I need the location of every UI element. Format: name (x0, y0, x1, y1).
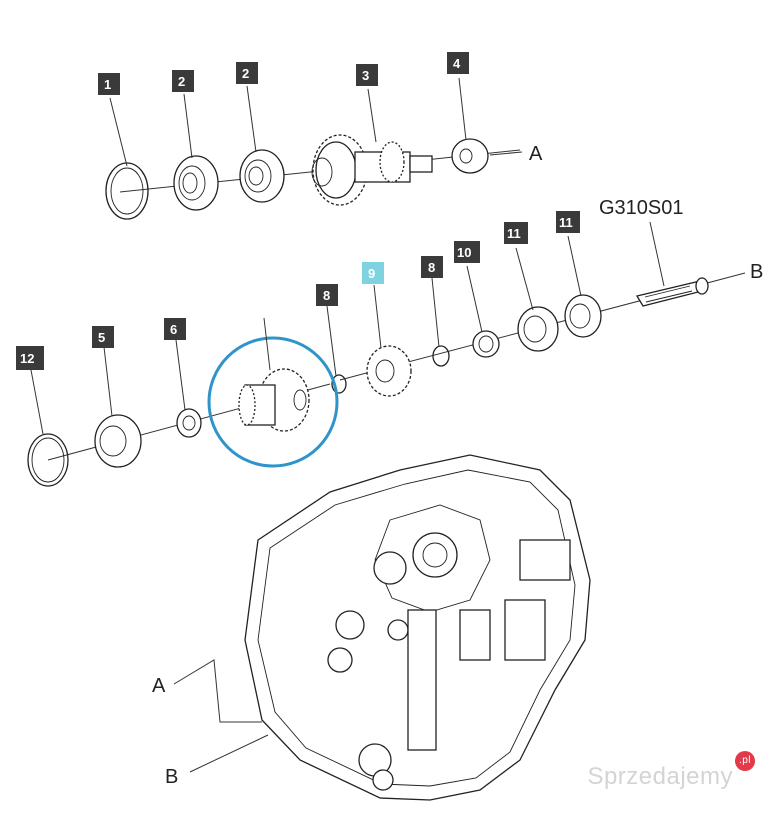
svg-text:1: 1 (104, 77, 111, 92)
callout-boxes: 1 2 2 3 4 11 11 10 8 9 8 12 5 6 (16, 52, 580, 370)
housing-references: A B (152, 659, 269, 788)
watermark: Sprzedajemy.pl (587, 751, 755, 791)
svg-text:4: 4 (453, 56, 461, 71)
callout-5: 5 (92, 326, 114, 348)
svg-text:2: 2 (242, 66, 249, 81)
callout-9: 9 (362, 262, 384, 284)
highlighted-gear (238, 368, 310, 432)
reference-a-housing: A (152, 675, 166, 697)
callout-2b: 2 (236, 62, 258, 84)
watermark-badge: .pl (735, 751, 755, 771)
svg-text:6: 6 (170, 322, 177, 337)
bearing-2b (239, 149, 285, 203)
ring-8b (331, 374, 347, 394)
svg-text:11: 11 (559, 215, 573, 230)
svg-text:12: 12 (20, 351, 34, 366)
callout-1: 1 (98, 73, 120, 95)
bearing-5 (94, 414, 142, 468)
washer-4 (451, 138, 489, 174)
leader-lines (30, 77, 665, 435)
washer-10 (472, 330, 500, 358)
gearbox-housing (244, 454, 591, 801)
callout-8a: 8 (421, 256, 443, 278)
watermark-text: Sprzedajemy (587, 763, 733, 790)
diagram-code: G310S01 (599, 197, 684, 219)
svg-text:8: 8 (323, 288, 330, 303)
callout-4: 4 (447, 52, 469, 74)
o-ring-12 (27, 433, 69, 487)
upper-shaft-assembly: A (105, 134, 543, 220)
shaft-b (635, 277, 709, 307)
callout-11a: 11 (556, 211, 580, 233)
callout-12: 12 (16, 346, 44, 370)
svg-text:2: 2 (178, 74, 185, 89)
bearing-11a (564, 294, 602, 338)
gear-shaft-3 (311, 134, 433, 206)
svg-text:11: 11 (507, 226, 521, 241)
callout-2a: 2 (172, 70, 194, 92)
svg-text:10: 10 (457, 245, 471, 260)
washer-6 (176, 408, 202, 438)
callout-6: 6 (164, 318, 186, 340)
snap-ring-1 (105, 162, 149, 220)
reference-b-middle: B (750, 261, 763, 283)
callout-10: 10 (454, 241, 480, 263)
svg-text:5: 5 (98, 330, 105, 345)
lower-left-assembly (27, 336, 339, 487)
callout-11b: 11 (504, 222, 528, 244)
reference-a-upper: A (529, 143, 543, 165)
bearing-2a (173, 155, 219, 211)
gear-9 (366, 345, 412, 397)
svg-text:9: 9 (368, 266, 375, 281)
middle-shaft-assembly: B (331, 261, 763, 397)
callout-8b: 8 (316, 284, 338, 306)
reference-b-housing: B (165, 766, 178, 788)
ring-8a (432, 345, 450, 367)
svg-text:3: 3 (362, 68, 369, 83)
highlight-circle (207, 336, 339, 468)
callout-3: 3 (356, 64, 378, 86)
svg-text:8: 8 (428, 260, 435, 275)
bearing-11b (517, 306, 559, 352)
